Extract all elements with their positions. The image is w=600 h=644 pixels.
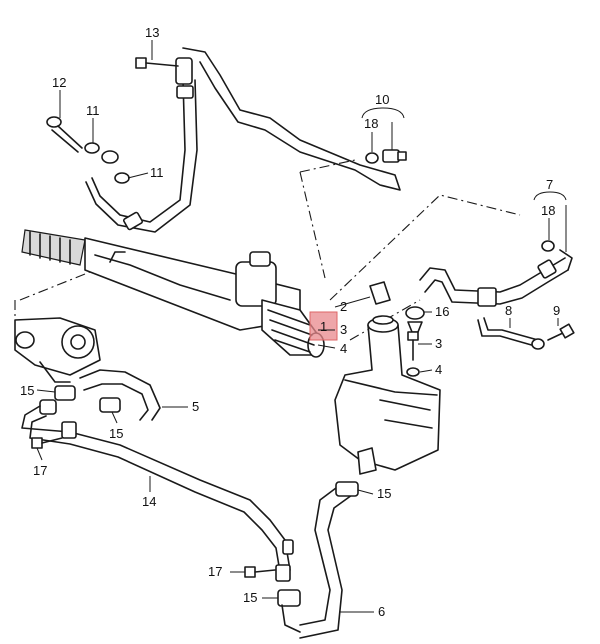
fitting-10 (365, 149, 407, 164)
return-hose-14 (21, 405, 294, 582)
callout-7: 7 (546, 177, 553, 192)
power-steering-pump (14, 317, 101, 383)
callout-12: 12 (52, 75, 66, 90)
callout-17-lower: 17 (208, 564, 222, 579)
callout-15-mid: 15 (109, 426, 123, 441)
bolt-17-lower (244, 566, 276, 578)
hose-5 (79, 369, 161, 421)
steering-rack (21, 229, 338, 358)
callout-4-left: 4 (340, 341, 347, 356)
seal-18-right (541, 240, 555, 252)
pressure-hose-upper (85, 47, 401, 233)
suction-hose-6 (277, 481, 359, 639)
callout-14: 14 (142, 494, 156, 509)
callout-labels: 13 12 11 11 10 18 7 18 8 9 2 1 3 4 16 3 … (20, 25, 560, 619)
callout-8: 8 (505, 303, 512, 318)
callout-17-left: 17 (33, 463, 47, 478)
callout-18-right: 18 (541, 203, 555, 218)
callout-6: 6 (378, 604, 385, 619)
callout-1: 1 (320, 319, 327, 334)
bolt-3-right (406, 331, 420, 377)
callout-18-upper: 18 (364, 116, 378, 131)
bolt-13 (135, 57, 179, 69)
callout-2: 2 (340, 299, 347, 314)
callout-9: 9 (553, 303, 560, 318)
callout-11-upper: 11 (86, 103, 100, 118)
bracket-8 (477, 317, 575, 350)
callout-11-lower: 11 (150, 165, 164, 180)
callout-15-left: 15 (20, 383, 34, 398)
return-line-7 (419, 249, 573, 307)
callout-5: 5 (192, 399, 199, 414)
callout-15-lower: 15 (243, 590, 257, 605)
clamp-15-left (39, 385, 76, 415)
callout-10: 10 (375, 92, 389, 107)
fluid-reservoir (334, 281, 441, 475)
bolt-12-assembly (46, 116, 130, 184)
callout-15-reservoir: 15 (377, 486, 391, 501)
callout-4-right: 4 (435, 362, 442, 377)
leader-lines (36, 40, 567, 613)
screw-16 (405, 306, 425, 333)
bolt-17-left (31, 437, 63, 449)
callout-16: 16 (435, 304, 449, 319)
callout-3-right: 3 (435, 336, 442, 351)
callout-3-left: 3 (340, 322, 347, 337)
callout-13: 13 (145, 25, 159, 40)
